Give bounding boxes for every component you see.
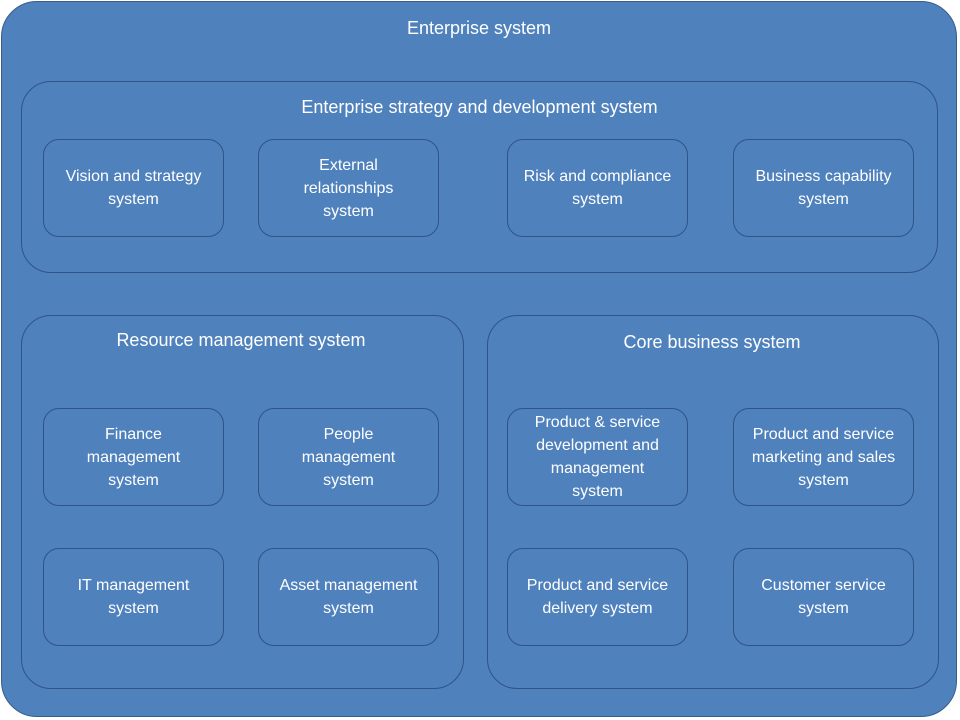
external-relationships-box: External relationships system xyxy=(258,139,439,237)
strategy-group xyxy=(21,81,938,273)
strategy-group-title: Enterprise strategy and development syst… xyxy=(301,97,658,117)
risk-compliance-box: Risk and compliance system xyxy=(507,139,688,237)
external-relationships-label: External relationships system xyxy=(303,156,394,220)
core-group-title: Core business system xyxy=(623,332,801,352)
it-management-label: IT management system xyxy=(77,577,190,617)
asset-management-box: Asset management system xyxy=(258,548,439,646)
risk-compliance-label: Risk and compliance system xyxy=(523,168,672,208)
resource-group xyxy=(21,315,464,689)
product-delivery-box: Product and service delivery system xyxy=(507,548,688,646)
enterprise-system-title: Enterprise system xyxy=(406,18,552,38)
product-development-label: Product & service development and manage… xyxy=(534,414,661,500)
customer-service-label: Customer service system xyxy=(761,577,886,617)
product-marketing-label: Product and service marketing and sales … xyxy=(751,425,896,489)
product-delivery-label: Product and service delivery system xyxy=(526,577,669,617)
customer-service-box: Customer service system xyxy=(733,548,914,646)
product-marketing-box: Product and service marketing and sales … xyxy=(733,408,914,506)
finance-management-label: Finance management system xyxy=(86,425,181,489)
asset-management-label: Asset management system xyxy=(279,577,418,617)
product-development-box: Product & service development and manage… xyxy=(507,408,688,506)
business-capability-label: Business capability system xyxy=(755,168,892,208)
vision-strategy-label: Vision and strategy system xyxy=(65,168,202,208)
core-group xyxy=(487,315,939,689)
finance-management-box: Finance management system xyxy=(43,408,224,506)
it-management-box: IT management system xyxy=(43,548,224,646)
business-capability-box: Business capability system xyxy=(733,139,914,237)
people-management-label: People management system xyxy=(301,425,396,489)
people-management-box: People management system xyxy=(258,408,439,506)
vision-strategy-box: Vision and strategy system xyxy=(43,139,224,237)
resource-group-title: Resource management system xyxy=(116,330,366,350)
